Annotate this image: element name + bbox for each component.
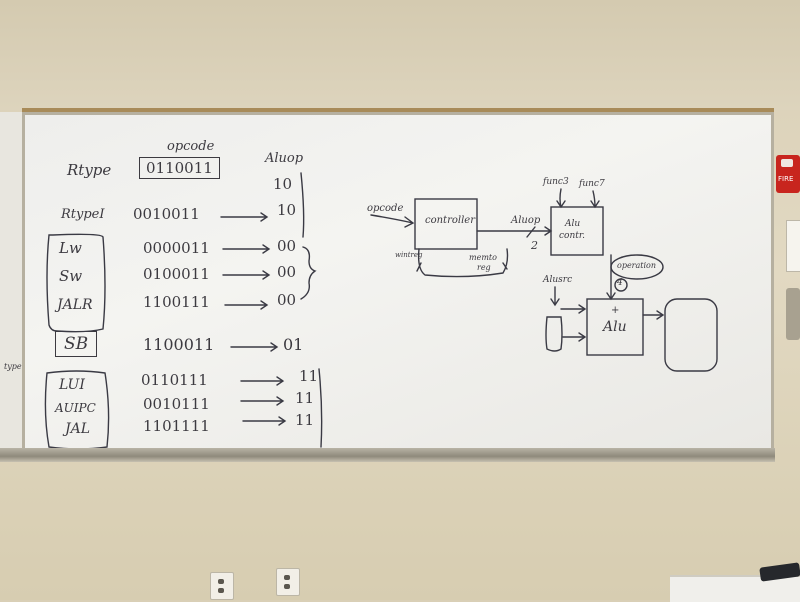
row-aluop: 10 xyxy=(277,201,297,219)
row-label: AUIPC xyxy=(55,401,96,415)
aluop-header: Aluop xyxy=(265,151,304,166)
table-divider xyxy=(300,172,305,238)
row-aluop: 11 xyxy=(295,389,315,407)
row-label: JAL xyxy=(65,421,91,437)
row-aluop: 11 xyxy=(295,411,315,429)
row-opcode: 0010011 xyxy=(133,205,200,223)
wall-sign xyxy=(786,220,800,272)
opcode-header: opcode xyxy=(167,139,215,154)
upper-bracket xyxy=(318,368,323,448)
row-label: Rtype xyxy=(67,161,112,179)
controller-to-aluctrl xyxy=(476,226,553,236)
row-label: Lw xyxy=(59,239,82,257)
operation-width-label: 4 xyxy=(617,278,623,288)
marker-tray xyxy=(0,448,775,462)
row-opcode: 0010111 xyxy=(143,395,210,413)
func3-arrow xyxy=(556,188,566,209)
alu-control-label-2: contr. xyxy=(559,231,586,241)
input-b-arrow xyxy=(562,332,587,342)
memto-label-2: reg xyxy=(477,263,491,272)
operation-oval xyxy=(610,254,664,280)
row-aluop: 11 xyxy=(299,367,319,385)
left-edge-text: type xyxy=(4,362,22,371)
row-opcode: 1101111 xyxy=(143,417,210,435)
row-aluop: 00 xyxy=(277,291,297,309)
fire-alarm-text: FIRE xyxy=(778,175,794,183)
opcode-label: opcode xyxy=(367,203,404,214)
controller-box xyxy=(414,198,478,250)
row-aluop: 00 xyxy=(277,263,297,281)
width-circle xyxy=(614,278,628,292)
row-label: LUI xyxy=(59,377,85,393)
row-label: RtypeI xyxy=(61,207,105,222)
power-outlet xyxy=(276,568,300,596)
bus-slash xyxy=(526,226,536,238)
row-label: Sw xyxy=(59,267,83,285)
aluop-arrows xyxy=(220,212,287,426)
alu-control-box xyxy=(550,206,604,256)
controller-outputs xyxy=(416,248,509,278)
power-outlet xyxy=(210,572,234,600)
fire-alarm: FIRE xyxy=(776,155,800,193)
row-aluop: 10 xyxy=(273,175,293,193)
func3-label: func3 xyxy=(543,177,569,187)
output-box xyxy=(664,298,718,372)
alusrc-label: Alusrc xyxy=(543,275,573,285)
input-a-arrow xyxy=(560,304,587,314)
load-store-group-outline xyxy=(46,233,106,333)
row-label: JALR xyxy=(57,297,93,313)
row-opcode: 0000011 xyxy=(143,239,210,257)
alu-output-arrow xyxy=(642,310,665,320)
wall-phone xyxy=(786,288,800,340)
func7-arrow xyxy=(590,190,600,209)
operation-label: operation xyxy=(617,261,657,270)
alu-control-label-1: Alu xyxy=(565,219,581,229)
wintreg-label: wintreg xyxy=(395,251,423,259)
whiteboard-top-rail xyxy=(22,108,774,114)
aluop-label: Aluop xyxy=(511,215,541,226)
whiteboard: opcode Aluop Rtype 0110011 10 RtypeI 001… xyxy=(22,112,774,452)
whiteboard-drawing xyxy=(44,172,718,449)
mux xyxy=(545,316,563,352)
row-opcode-boxed: 0110011 xyxy=(139,157,220,179)
memto-label-1: memto xyxy=(469,253,497,262)
wall xyxy=(0,0,800,110)
desk xyxy=(670,575,800,602)
row-aluop: 00 xyxy=(277,237,297,255)
row-opcode: 0100011 xyxy=(143,265,210,283)
upper-jump-group-outline xyxy=(44,370,110,449)
alu-label: Alu xyxy=(603,319,627,335)
alu-box xyxy=(586,298,644,356)
opcode-input-arrow xyxy=(370,214,415,228)
aluop-bracket xyxy=(300,246,317,300)
func7-label: func7 xyxy=(579,179,605,189)
controller-label: controller xyxy=(425,215,475,226)
row-aluop: 01 xyxy=(283,335,304,354)
alusrc-arrow xyxy=(550,286,560,307)
row-opcode: 1100111 xyxy=(143,293,210,311)
bus-width-label: 2 xyxy=(531,239,538,252)
alu-plus-label: + xyxy=(611,305,620,316)
row-opcode: 0110111 xyxy=(141,371,208,389)
row-opcode: 1100011 xyxy=(143,335,215,354)
